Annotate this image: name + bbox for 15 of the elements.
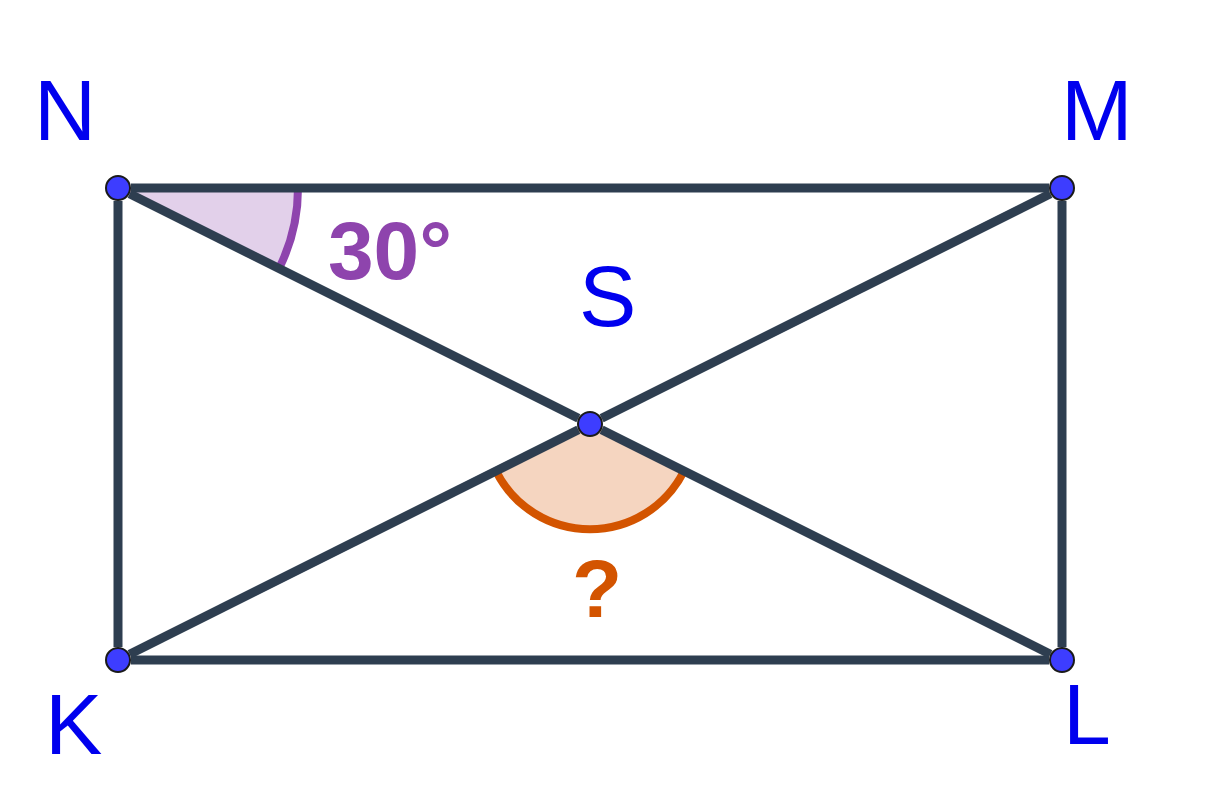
line-segment bbox=[131, 655, 1049, 665]
line-segment bbox=[127, 425, 581, 659]
line-segment bbox=[1057, 201, 1067, 647]
vertex-label: M bbox=[1061, 67, 1133, 153]
vertex-label: L bbox=[1063, 671, 1111, 757]
vertex-label: K bbox=[45, 681, 103, 767]
line-segment bbox=[599, 189, 1053, 423]
line-segment bbox=[599, 425, 1053, 659]
angle-label: 30° bbox=[328, 210, 452, 292]
vertex-label: N bbox=[34, 67, 97, 153]
vertex-label: S bbox=[579, 253, 637, 339]
line-segment bbox=[113, 201, 123, 647]
unknown-angle-label: ? bbox=[572, 548, 623, 630]
line-segment bbox=[127, 189, 581, 423]
line-segment bbox=[131, 183, 1049, 193]
